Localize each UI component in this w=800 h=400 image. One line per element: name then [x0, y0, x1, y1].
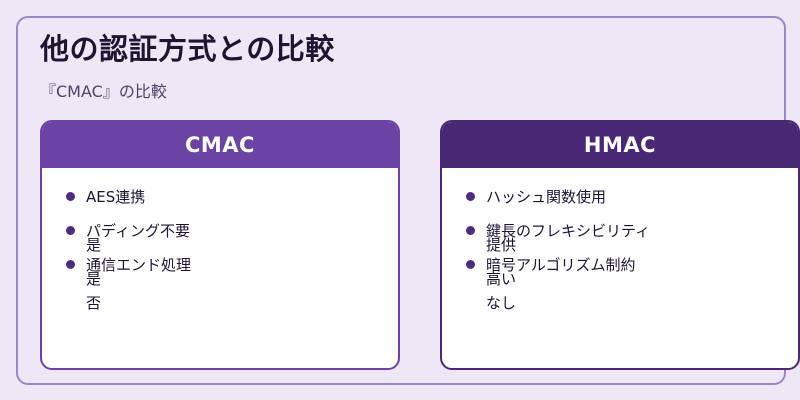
list-item: 暗号アルゴリズム制約 高い: [466, 254, 788, 288]
hmac-card: HMAC ハッシュ関数使用 鍵長のフレキシビリティ 提供 暗号アルゴリズム制約 …: [440, 120, 800, 370]
cmac-card: CMAC AES連携 パディング不要 是 通信エンド処理 是 否: [40, 120, 400, 370]
feature-value: 是: [86, 236, 102, 254]
bullet-icon: [66, 260, 75, 269]
feature-label: 通信エンド処理: [86, 256, 192, 274]
feature-label: AES連携: [86, 188, 146, 206]
feature-label: 鍵長のフレキシビリティ: [486, 222, 651, 240]
feature-label: 暗号アルゴリズム制約: [486, 256, 636, 274]
bullet-icon: [466, 260, 475, 269]
list-item: パディング不要 是: [66, 220, 388, 254]
list-item: 通信エンド処理 是: [66, 254, 388, 288]
list-item: ハッシュ関数使用: [466, 186, 788, 220]
page-title: 他の認証方式との比較: [40, 32, 335, 66]
list-item: 鍵長のフレキシビリティ 提供: [466, 220, 788, 254]
cmac-extra-value: 否: [86, 294, 102, 312]
bullet-icon: [466, 226, 475, 235]
hmac-extra-value: なし: [486, 294, 517, 312]
bullet-icon: [66, 192, 75, 201]
feature-value: 高い: [486, 270, 517, 288]
feature-value: 是: [86, 270, 102, 288]
bullet-icon: [66, 226, 75, 235]
cmac-card-header: CMAC: [42, 122, 398, 168]
hmac-feature-list: ハッシュ関数使用 鍵長のフレキシビリティ 提供 暗号アルゴリズム制約 高い: [466, 186, 788, 288]
list-item: AES連携: [66, 186, 388, 220]
page-subtitle: 『CMAC』の比較: [40, 82, 167, 101]
feature-label: パディング不要: [86, 222, 190, 240]
feature-value: 提供: [486, 236, 517, 254]
feature-label: ハッシュ関数使用: [486, 188, 607, 206]
hmac-card-header: HMAC: [442, 122, 798, 168]
bullet-icon: [466, 192, 475, 201]
cmac-feature-list: AES連携 パディング不要 是 通信エンド処理 是: [66, 186, 388, 288]
